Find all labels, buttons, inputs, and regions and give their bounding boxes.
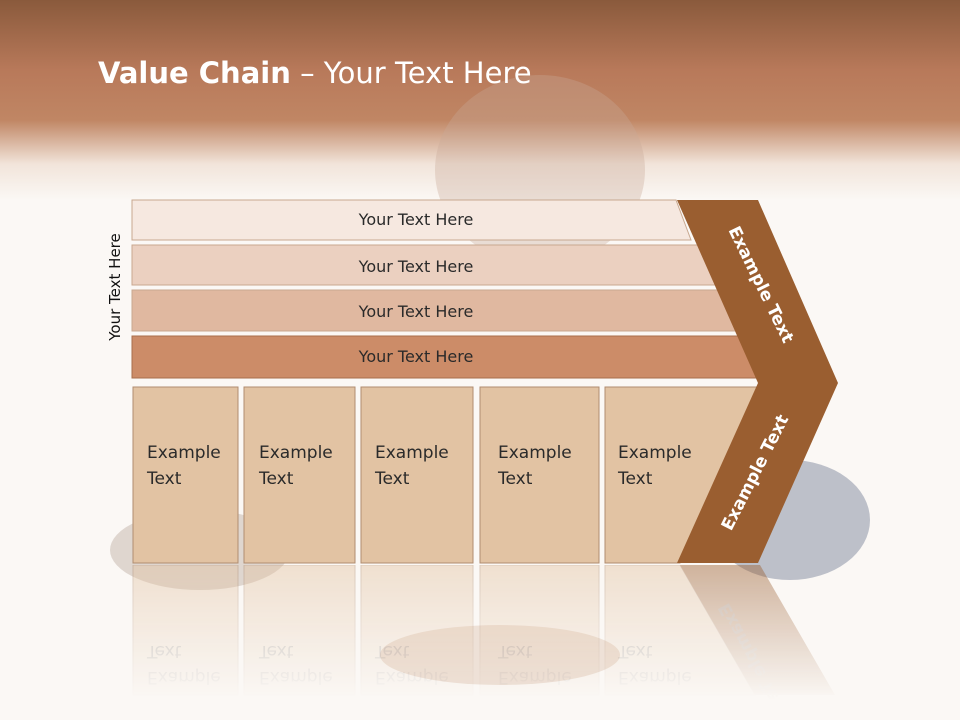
reflection-text: Text <box>258 641 294 661</box>
activity-box-1-line1: Example <box>147 443 221 463</box>
reflection-text: Text <box>374 641 410 661</box>
activity-box-4-line2: Text <box>497 469 533 489</box>
header-band <box>0 0 960 200</box>
reflection-text: Text <box>146 641 182 661</box>
activity-box-3-line1: Example <box>375 443 449 463</box>
activity-box-4-line1: Example <box>498 443 572 463</box>
activity-box-3-line2: Text <box>374 469 410 489</box>
activity-box-2-line1: Example <box>259 443 333 463</box>
bar-4-label: Your Text Here <box>358 347 474 366</box>
title-bold: Value Chain <box>98 56 291 90</box>
activity-box-3[interactable] <box>360 386 474 564</box>
activity-box-5-line1: Example <box>618 443 692 463</box>
reflection-text: Text <box>497 641 533 661</box>
reflection-text: Example <box>498 667 572 687</box>
activity-boxes: Example Text Example Text Example Text E… <box>132 386 761 564</box>
bar-stack: Your Text Here Your Text Here Your Text … <box>131 199 765 379</box>
reflection-text: Example <box>147 667 221 687</box>
chevron-shape[interactable] <box>677 200 838 563</box>
reflection-text: Example <box>375 667 449 687</box>
title-rest: – Your Text Here <box>290 56 532 90</box>
bar-1[interactable] <box>131 199 692 241</box>
activity-box-5-line2: Text <box>617 469 653 489</box>
activity-box-1-line2: Text <box>146 469 182 489</box>
bar-3-label: Your Text Here <box>358 302 474 321</box>
activity-box-1[interactable] <box>132 386 239 564</box>
reflection-text: Example <box>618 667 692 687</box>
bar-2-label: Your Text Here <box>358 257 474 276</box>
bar-1-label: Your Text Here <box>358 210 474 229</box>
reflection-text: Example <box>259 667 333 687</box>
activity-box-2-line2: Text <box>258 469 294 489</box>
reflection: Example Text Example Text Example Text E… <box>132 564 835 720</box>
activity-box-2[interactable] <box>243 386 356 564</box>
reflection-text: Text <box>617 641 653 661</box>
slide-title: Value Chain – Your Text Here <box>98 56 532 90</box>
activity-box-4[interactable] <box>479 386 600 564</box>
